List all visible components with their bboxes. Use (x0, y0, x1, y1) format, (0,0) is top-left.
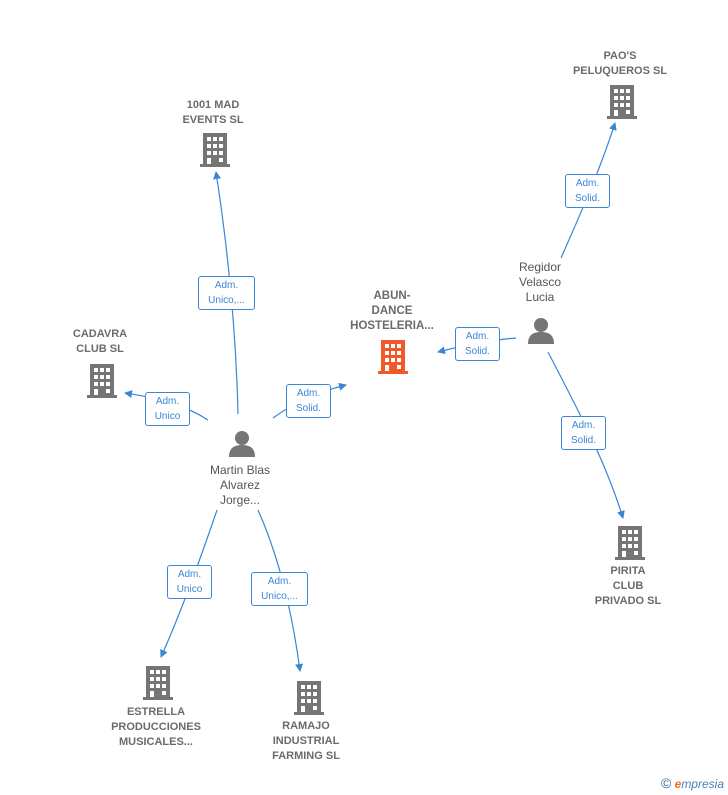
person-label-martin[interactable]: Martin Blas Alvarez Jorge... (209, 463, 271, 507)
copyright-footer: © empresia (661, 775, 724, 791)
building-icon-focus[interactable] (378, 340, 408, 374)
company-label-estrella[interactable]: ESTRELLA PRODUCCIONES MUSICALES... (111, 706, 201, 748)
relation-label-martin-focus: Adm. Solid. (286, 384, 331, 418)
brand-logo[interactable]: empresia (674, 777, 724, 791)
company-label-paos[interactable]: PAO'S PELUQUEROS SL (572, 50, 668, 77)
copyright-icon: © (660, 775, 672, 791)
building-icon-paos[interactable] (607, 85, 637, 119)
relation-label-regidor-paos: Adm. Solid. (565, 174, 610, 208)
person-icon-regidor[interactable] (528, 318, 554, 344)
relation-label-martin-mad: Adm. Unico,... (198, 276, 255, 310)
relation-label-martin-cadavra: Adm. Unico (145, 392, 190, 426)
company-label-cadavra[interactable]: CADAVRA CLUB SL (72, 328, 128, 355)
relation-label-regidor-pirita: Adm. Solid. (561, 416, 606, 450)
relation-label-martin-ramajo: Adm. Unico,... (251, 572, 308, 606)
building-icon-cadavra[interactable] (87, 364, 117, 398)
building-icon-pirita[interactable] (615, 526, 645, 560)
building-icon-ramajo[interactable] (294, 681, 324, 715)
company-label-ramajo[interactable]: RAMAJO INDUSTRIAL FARMING SL (272, 720, 340, 762)
building-icon-estrella[interactable] (143, 666, 173, 700)
relation-label-martin-estrella: Adm. Unico (167, 565, 212, 599)
building-icon-mad-events[interactable] (200, 133, 230, 167)
relation-label-regidor-focus: Adm. Solid. (455, 327, 500, 361)
person-label-regidor[interactable]: Regidor Velasco Lucia (518, 260, 562, 304)
company-label-pirita[interactable]: PIRITA CLUB PRIVADO SL (594, 565, 662, 607)
company-label-mad-events[interactable]: 1001 MAD EVENTS SL (182, 99, 244, 126)
company-label-focus[interactable]: ABUN- DANCE HOSTELERIA... (350, 290, 434, 332)
person-icon-martin[interactable] (229, 431, 255, 457)
